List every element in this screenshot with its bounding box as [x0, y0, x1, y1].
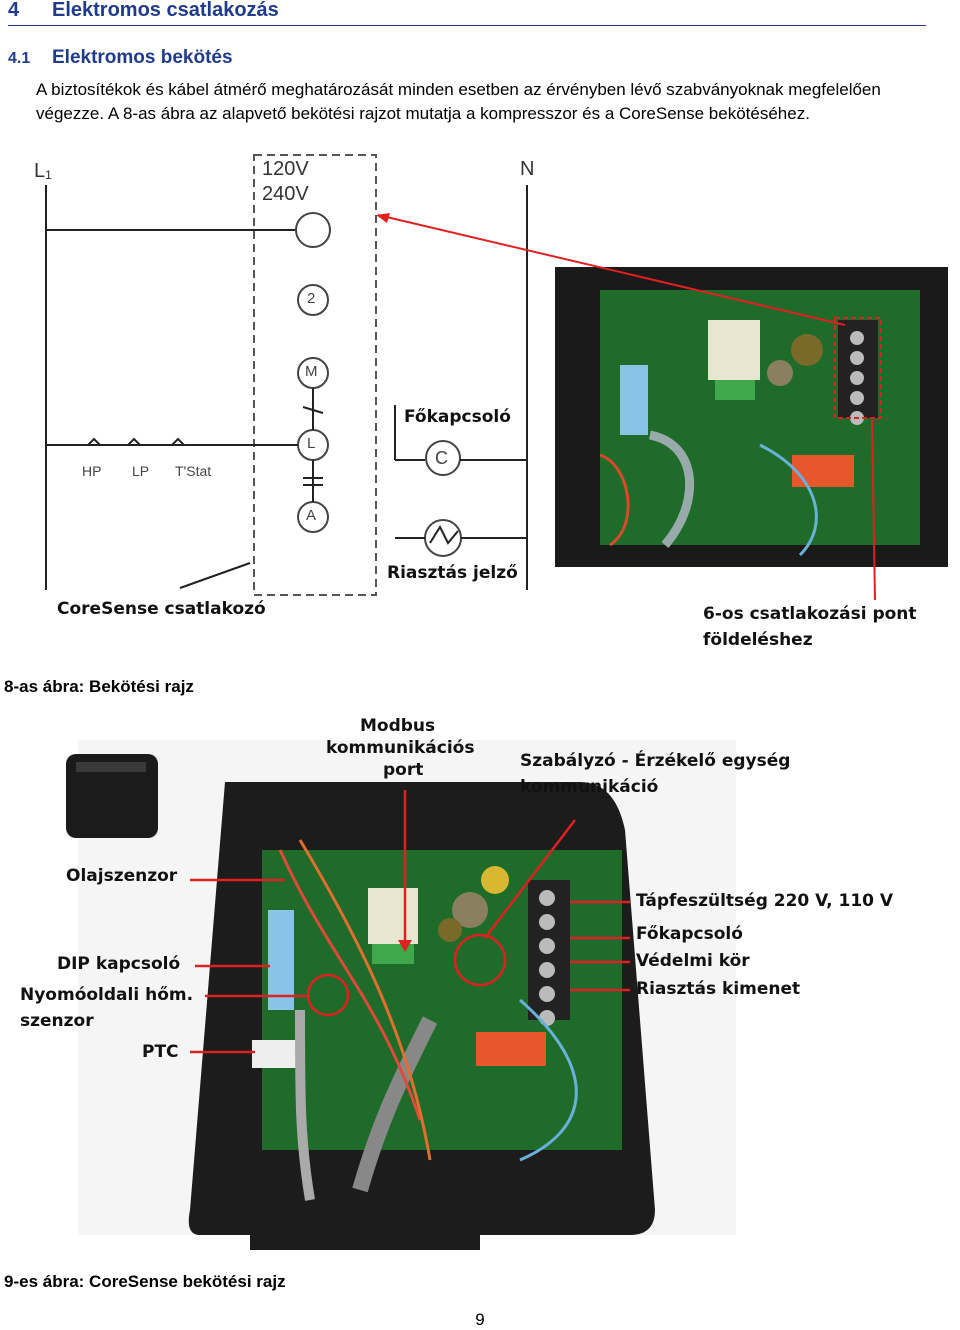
figure-9-coresense-photo	[66, 740, 736, 1250]
label-fokapcsolo: Főkapcsoló	[404, 407, 511, 427]
subsection-title: Elektromos bekötés	[52, 47, 233, 68]
label-coresense-csatlakozo: CoreSense csatlakozó	[57, 599, 266, 619]
label-l1: L₁	[34, 160, 52, 182]
subsection-heading: 4.1 Elektromos bekötés	[8, 47, 233, 69]
label-hp: HP	[82, 463, 102, 479]
section-number: 4	[8, 0, 20, 21]
node-2: 2	[307, 290, 316, 307]
node-c: C	[435, 448, 448, 468]
label-fokapcsolo-2: Főkapcsoló	[636, 924, 743, 944]
label-vedelmi-kor: Védelmi kör	[636, 951, 750, 971]
label-nyomooldali-2: szenzor	[20, 1011, 94, 1031]
label-6os-pont-2: földeléshez	[703, 630, 813, 650]
label-riasztas-jelzo: Riasztás jelző	[387, 563, 518, 583]
label-ptc: PTC	[142, 1042, 179, 1062]
label-dip-kapcsolo: DIP kapcsoló	[57, 954, 181, 974]
label-6os-pont-1: 6-os csatlakozási pont	[703, 604, 917, 624]
label-120v: 120V	[262, 158, 309, 180]
page-number: 9	[475, 1310, 485, 1329]
label-modbus-3: port	[383, 760, 424, 780]
subsection-number: 4.1	[8, 50, 31, 67]
label-n: N	[520, 158, 535, 180]
section-heading: 4 Elektromos csatlakozás	[8, 0, 279, 22]
intro-paragraph: A biztosítékok és kábel átmérő meghatáro…	[36, 80, 881, 123]
label-olajszenzor: Olajszenzor	[66, 866, 178, 886]
label-lp: LP	[132, 463, 150, 479]
label-szabalyzo-1: Szabályzó - Érzékelő egység	[520, 751, 791, 771]
label-modbus-1: Modbus	[360, 716, 436, 736]
label-nyomooldali-1: Nyomóoldali hőm.	[20, 985, 194, 1005]
node-a: A	[306, 507, 317, 524]
label-240v: 240V	[262, 183, 309, 205]
section-title: Elektromos csatlakozás	[52, 0, 279, 21]
figure-8-caption: 8-as ábra: Bekötési rajz	[4, 677, 194, 696]
figure-9-caption: 9-es ábra: CoreSense bekötési rajz	[4, 1272, 286, 1291]
label-szabalyzo-2: kommunikáció	[520, 777, 659, 797]
label-tapfeszultseg: Tápfeszültség 220 V, 110 V	[636, 891, 894, 911]
label-modbus-2: kommunikációs	[326, 738, 475, 758]
node-m: M	[305, 363, 318, 380]
label-riasztas-kimenet: Riasztás kimenet	[636, 979, 801, 999]
heading-rule	[8, 25, 926, 26]
label-tstat: T'Stat	[175, 463, 212, 479]
figure-8-wiring-diagram	[45, 154, 948, 601]
node-l: L	[307, 435, 316, 452]
